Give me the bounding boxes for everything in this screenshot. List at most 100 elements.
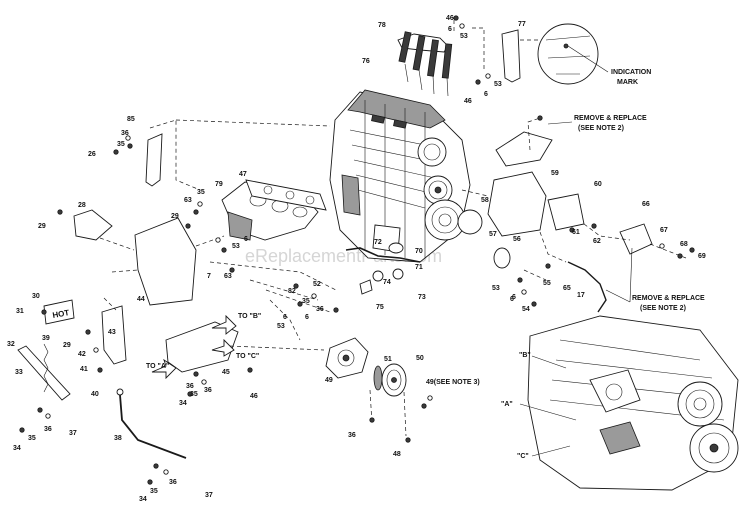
heat-shield-44 <box>134 217 197 306</box>
callout-label: 37 <box>69 430 77 437</box>
pulley-56 <box>493 247 511 269</box>
callout-label: 85 <box>127 116 135 123</box>
callout-label: 72 <box>374 239 382 246</box>
callout-label: 36 <box>44 426 52 433</box>
callout-label: 75 <box>376 304 384 311</box>
callout-label: 59 <box>551 170 559 177</box>
leader-remove-replace-right <box>605 247 633 303</box>
callout-label: 54 <box>522 306 530 313</box>
notes: INDICATION MARK REMOVE & REPLACE (SEE NO… <box>146 69 705 460</box>
callout-label: 7 <box>207 273 211 280</box>
callout-label: 65 <box>563 285 571 292</box>
callout-label: 41 <box>80 366 88 373</box>
callout-label: 53 <box>460 33 468 40</box>
bracket-77 <box>501 29 521 83</box>
callout-label: 63 <box>224 273 232 280</box>
indication-mark-inset <box>537 23 609 85</box>
detail-view-engine <box>527 315 739 491</box>
leader-detail-b <box>531 355 567 369</box>
callout-label: 62 <box>593 238 601 245</box>
callout-label: 36 <box>204 387 212 394</box>
callout-label: 29 <box>38 223 46 230</box>
leader-remove-replace-top <box>547 121 573 125</box>
callout-label: 53 <box>492 285 500 292</box>
callout-label: 49 <box>325 377 333 384</box>
callout-label: 35 <box>302 298 310 305</box>
callout-label: 40 <box>91 391 99 398</box>
note-remove-replace-right-line2: (SEE NOTE 2) <box>640 305 686 312</box>
bracket-45 <box>165 321 239 373</box>
alternator-bracket-59 <box>487 171 547 237</box>
callout-label: 74 <box>383 279 391 286</box>
callout-label: 48 <box>393 451 401 458</box>
callout-label: 60 <box>594 181 602 188</box>
callout-label: 56 <box>513 236 521 243</box>
manifold-gasket <box>245 179 327 211</box>
callout-label: 70 <box>415 248 423 255</box>
hose-70 <box>345 247 421 263</box>
callout-label: 29 <box>171 213 179 220</box>
callout-label: 35 <box>117 141 125 148</box>
callout-label: 63 <box>184 197 192 204</box>
callout-label: 34 <box>179 400 187 407</box>
note-to-a: TO "A" <box>146 363 169 370</box>
callout-label: 69 <box>698 253 706 260</box>
callout-label: 79 <box>215 181 223 188</box>
hot-label: HOT <box>52 308 70 320</box>
callout-label: 36 <box>316 306 324 313</box>
callout-label: 6 <box>283 314 287 321</box>
callout-label: 42 <box>78 351 86 358</box>
callout-label: 37 <box>205 492 213 499</box>
fitting-74 <box>372 270 384 282</box>
callout-label: 39 <box>42 335 50 342</box>
pulley-50 <box>381 363 407 397</box>
callout-label: 68 <box>680 241 688 248</box>
callout-label: 73 <box>418 294 426 301</box>
note-remove-replace-top-line1: REMOVE & REPLACE <box>574 115 647 122</box>
callout-label: 35 <box>28 435 36 442</box>
callout-label: 17 <box>577 292 585 299</box>
callout-label: 34 <box>139 496 147 503</box>
callout-label: 53 <box>232 243 240 250</box>
note-indication-line1: INDICATION <box>611 69 651 76</box>
sensor-cable <box>567 261 607 313</box>
callout-label: 44 <box>137 296 145 303</box>
callout-label: 38 <box>114 435 122 442</box>
note-detail-a: "A" <box>501 401 513 408</box>
callout-label: 6 <box>305 314 309 321</box>
heat-shield-bracket-85 <box>145 133 163 187</box>
bracket-28 <box>73 209 113 241</box>
callout-label: 46 <box>250 393 258 400</box>
dipstick-tube-38 <box>119 394 187 459</box>
callout-label: 31 <box>16 308 24 315</box>
note-detail-c: "C" <box>517 453 529 460</box>
callout-label: 29 <box>63 342 71 349</box>
note-detail-b: "B" <box>519 352 531 359</box>
callout-label: 6 <box>512 294 516 301</box>
callout-label: 26 <box>88 151 96 158</box>
callout-label: 36 <box>121 130 129 137</box>
callout-label: 6 <box>510 296 514 303</box>
gear-51 <box>373 365 383 391</box>
callout-label: 35 <box>197 189 205 196</box>
hot-warning-plate: HOT <box>43 299 75 325</box>
callout-label: 46 <box>464 98 472 105</box>
callout-label: 46 <box>446 15 454 22</box>
fitting-73 <box>392 268 404 280</box>
callout-label: 32 <box>7 341 15 348</box>
callout-label: 6 <box>484 91 488 98</box>
leader-detail-a <box>519 403 577 421</box>
callout-label: 53 <box>277 323 285 330</box>
note-see-note-3: 49(SEE NOTE 3) <box>426 379 480 386</box>
fitting-72 <box>388 242 404 254</box>
callout-label: 52 <box>313 281 321 288</box>
routing-dashes <box>99 20 687 437</box>
leader-detail-c <box>531 445 571 457</box>
callout-label: 36 <box>186 383 194 390</box>
callout-label: 36 <box>169 479 177 486</box>
callout-label: 45 <box>222 369 230 376</box>
callout-label: 58 <box>481 197 489 204</box>
callout-label: 57 <box>489 231 497 238</box>
